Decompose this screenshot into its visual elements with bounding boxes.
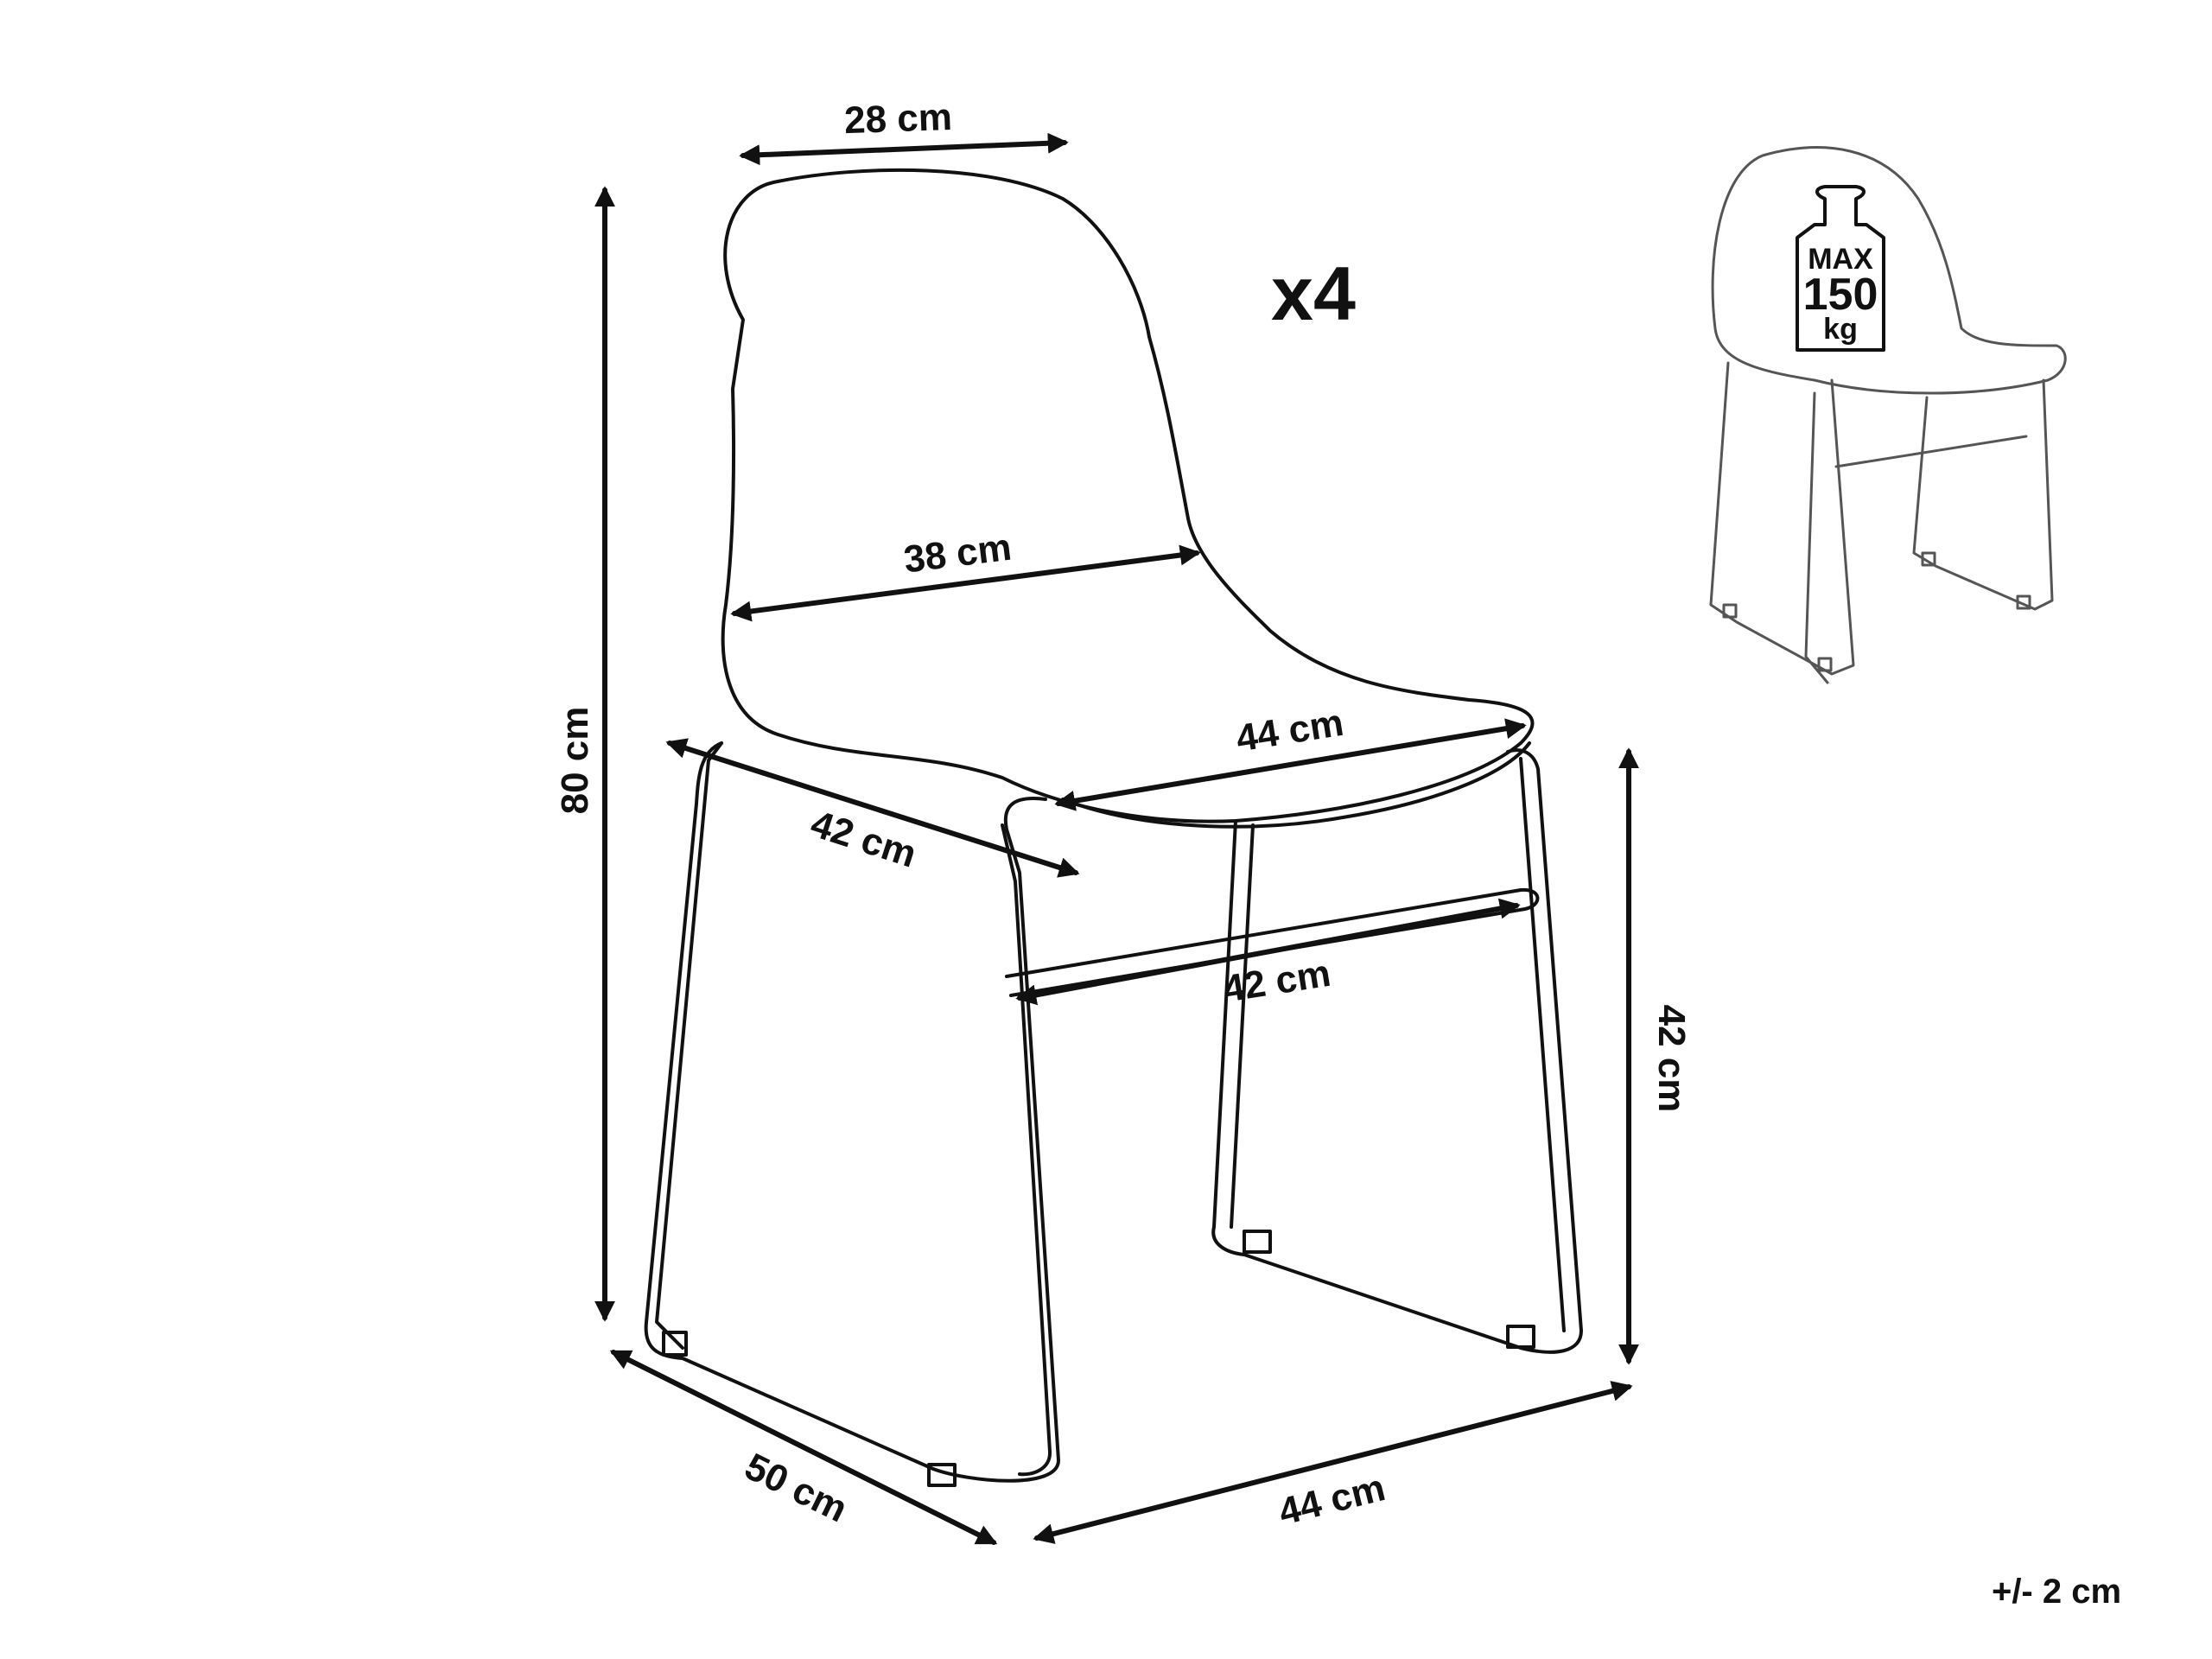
chair-drawing	[644, 168, 1583, 1487]
glide-3	[1243, 1230, 1272, 1254]
arrow-back-width	[730, 544, 1201, 622]
glide-1	[662, 1331, 688, 1357]
weight-thumbnail	[1709, 146, 2067, 684]
thumb-glide-1	[1722, 603, 1738, 619]
glide-4	[1506, 1325, 1535, 1349]
thumb-stretcher	[1834, 435, 2028, 468]
arrow-stretcher-width	[1015, 898, 1521, 1006]
weight-badge-line1: MAX	[1808, 243, 1873, 276]
arrow-base-width	[1033, 1381, 1633, 1544]
thumb-frame-right	[1912, 378, 2054, 611]
label-seat-width: 44 cm	[1233, 702, 1346, 760]
tolerance-label: +/- 2 cm	[1992, 1573, 2121, 1611]
label-seat-depth: 42 cm	[806, 803, 922, 876]
thumb-frame-left-inner	[1804, 391, 1829, 684]
thumb-glide-4	[2016, 594, 2031, 610]
thumb-backrest	[1711, 146, 2067, 395]
label-base-width: 44 cm	[1274, 1466, 1389, 1534]
label-stretcher-width: 42 cm	[1220, 952, 1333, 1011]
thumb-glide-3	[1921, 551, 1936, 567]
chair-frame-right-inner	[1230, 823, 1255, 1229]
weight-badge-line3: kg	[1823, 313, 1858, 346]
chair-frame-left-inner	[655, 741, 723, 1350]
chair-frame-left-front	[1001, 823, 1052, 1477]
chair-frame-right	[1211, 748, 1583, 1354]
label-back-width: 38 cm	[901, 526, 1014, 582]
weight-badge-line2: 150	[1803, 270, 1878, 320]
quantity-label: x4	[1271, 251, 1356, 336]
label-seat-height: 42 cm	[1650, 1005, 1693, 1113]
arrow-seat-depth	[665, 738, 1080, 878]
chair-backrest	[721, 168, 1535, 823]
weight-icon: MAX 150 kg	[1796, 185, 1885, 352]
label-back-top-width: 28 cm	[843, 96, 952, 142]
arrow-seat-width	[1054, 718, 1527, 811]
arrow-back-top-width	[739, 132, 1069, 166]
chair-stretcher	[1005, 887, 1540, 997]
thumb-frame-left	[1709, 361, 1855, 676]
thumb-glide-2	[1817, 657, 1833, 672]
label-total-height: 80 cm	[554, 707, 596, 815]
chair-frame-right-inner2	[1519, 757, 1566, 1332]
dimension-arrows	[594, 132, 1639, 1545]
arrow-base-depth	[609, 1350, 998, 1545]
label-base-depth: 50 cm	[739, 1446, 855, 1531]
